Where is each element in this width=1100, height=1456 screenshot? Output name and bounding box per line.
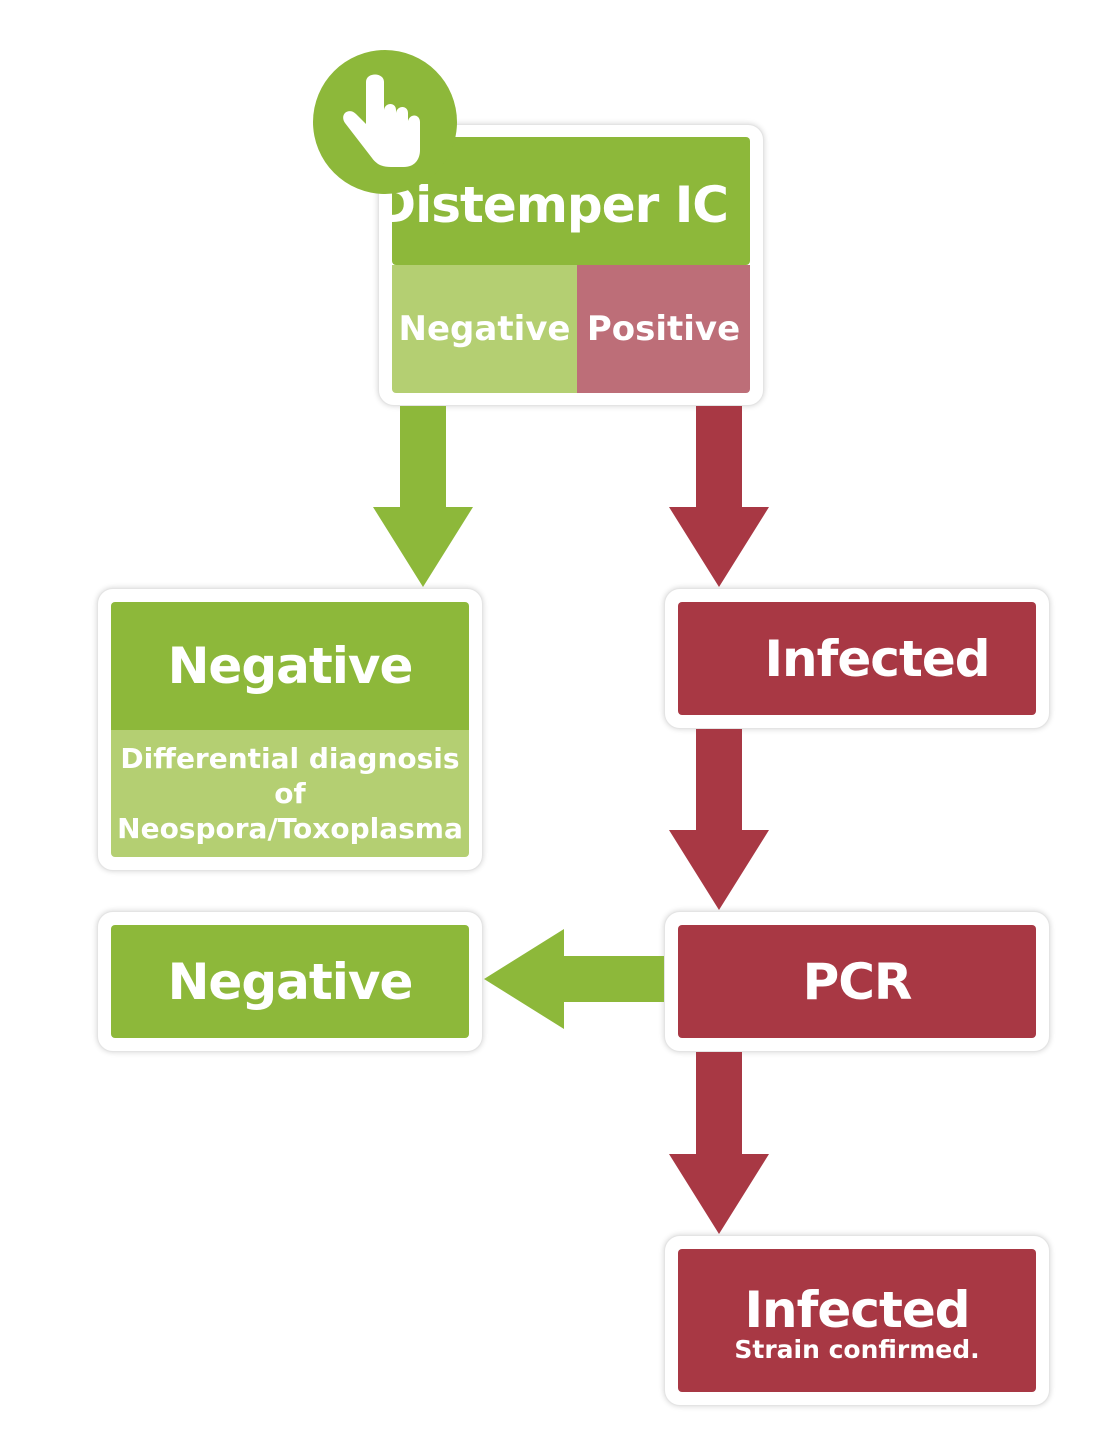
start-node-title-box: Distemper IC bbox=[392, 137, 750, 265]
confirmed-node-subtitle: Strain confirmed. bbox=[734, 1334, 980, 1364]
negative-node-description-box: Differential diagnosis of Neospora/Toxop… bbox=[111, 730, 469, 857]
start-node-negative-option: Negative bbox=[392, 265, 577, 393]
negative-node-title: Negative bbox=[167, 637, 414, 695]
infected-node: Infected bbox=[678, 602, 1036, 715]
confirmed-node: Infected Strain confirmed. bbox=[678, 1249, 1036, 1392]
pcr-node-title: PCR bbox=[802, 952, 913, 1011]
negative-node-description: Differential diagnosis of Neospora/Toxop… bbox=[117, 742, 463, 845]
infected-node-title: Infected bbox=[764, 629, 990, 688]
pcr-negative-node: Negative bbox=[111, 925, 469, 1038]
arrow-to-pcr-negative bbox=[484, 929, 664, 1029]
arrow-to-negative bbox=[373, 406, 473, 587]
arrow-to-infected bbox=[669, 406, 769, 587]
pointing-hand-icon bbox=[313, 50, 457, 194]
confirmed-node-title: Infected bbox=[744, 1280, 970, 1339]
start-node-title: Distemper IC bbox=[392, 176, 729, 234]
start-node-positive-label: Positive bbox=[586, 309, 741, 349]
start-node-positive-option: Positive bbox=[577, 265, 750, 393]
start-node-negative-label: Negative bbox=[398, 309, 571, 349]
arrow-to-pcr bbox=[669, 729, 769, 910]
negative-node-title-box: Negative bbox=[111, 602, 469, 730]
pcr-node: PCR bbox=[678, 925, 1036, 1038]
arrow-to-confirmed bbox=[669, 1052, 769, 1234]
pcr-negative-node-title: Negative bbox=[167, 952, 414, 1011]
